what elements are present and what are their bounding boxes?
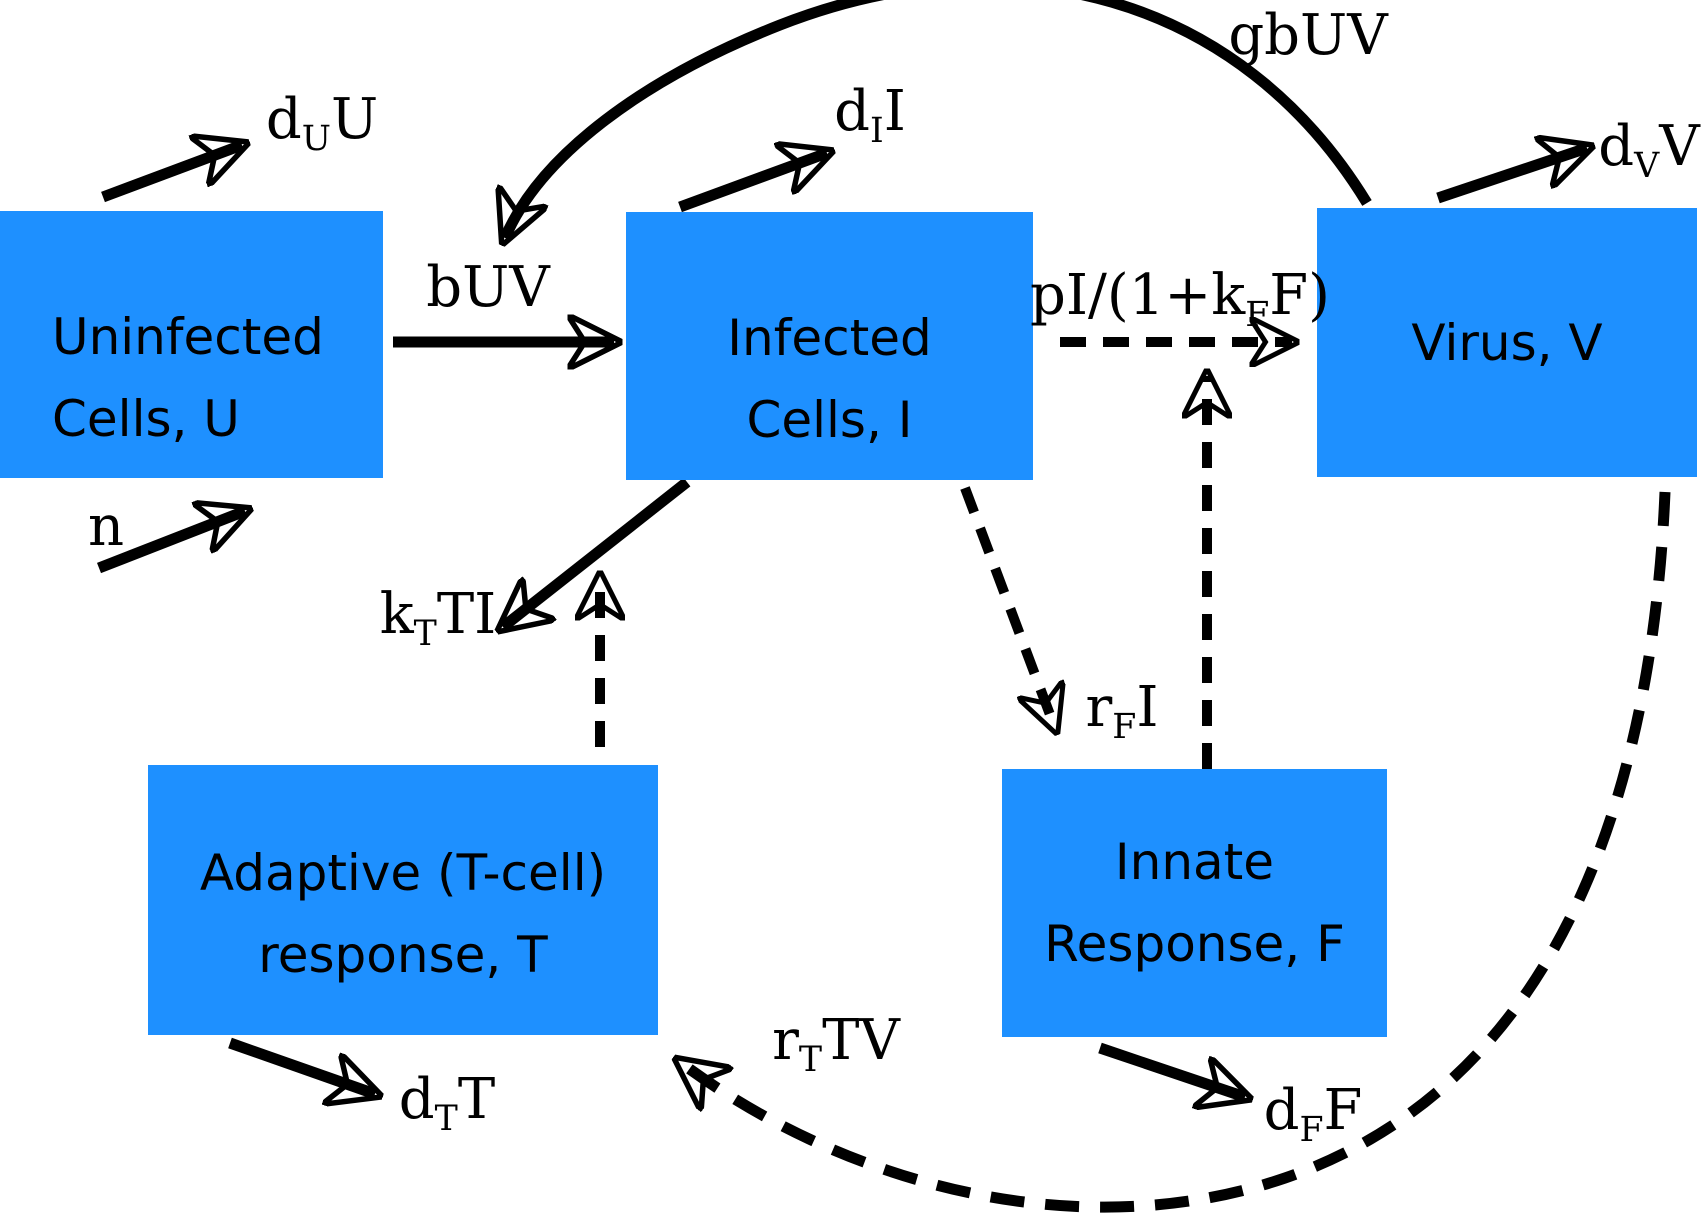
- box-label-line: Response, F: [1044, 915, 1345, 973]
- arrow-innate-decay: [1098, 1042, 1245, 1097]
- rate-label-df-f: dFF: [1263, 1078, 1363, 1151]
- rate-label-virus-production: pI/(1+kFF): [1030, 263, 1330, 336]
- box-label-line: Cells, I: [746, 391, 913, 449]
- rate-label-rt-tv: rTTV: [772, 1008, 900, 1081]
- box-virus: Virus, V: [1317, 208, 1697, 477]
- arrow-innate-induction-dashed: [960, 486, 1055, 728]
- box-uninfected-cells: Uninfected Cells, U: [0, 211, 383, 478]
- box-label-line: Innate: [1114, 833, 1275, 891]
- arrow-infected-death: [678, 153, 827, 213]
- box-label-line: Virus, V: [1411, 313, 1603, 372]
- box-label-line: Cells, U: [52, 389, 240, 448]
- box-label-line: response, T: [258, 926, 548, 984]
- arrow-uninfected-supply: [96, 511, 245, 574]
- arrow-tcell-killing: [503, 477, 691, 627]
- box-infected-cells: Infected Cells, I: [626, 212, 1033, 480]
- arrow-virus-clearance: [1436, 148, 1587, 204]
- rate-label-dt-t: dTT: [398, 1067, 496, 1140]
- arrow-adaptive-death: [228, 1037, 375, 1094]
- arrow-gbuv-curve: [505, 0, 1372, 238]
- rate-label-buv: bUV: [426, 255, 550, 320]
- rate-label-gbuv: gbUV: [1228, 3, 1388, 68]
- arrow-uninfected-death: [101, 145, 242, 203]
- rate-label-kt-ti: kTTI: [379, 582, 497, 655]
- box-adaptive-response: Adaptive (T-cell) response, T: [148, 765, 658, 1035]
- rate-label-di-i: dII: [834, 79, 906, 152]
- rate-label-n: n: [87, 494, 125, 559]
- box-label-line: Infected: [727, 309, 932, 367]
- rate-label-rf-i: rFI: [1085, 675, 1159, 748]
- box-label-line: Uninfected: [52, 307, 324, 366]
- box-label-line: Adaptive (T-cell): [199, 844, 607, 902]
- box-innate-response: Innate Response, F: [1002, 769, 1387, 1037]
- rate-label-du-u: dUU: [265, 87, 379, 160]
- rate-label-dv-v: dVV: [1598, 114, 1700, 187]
